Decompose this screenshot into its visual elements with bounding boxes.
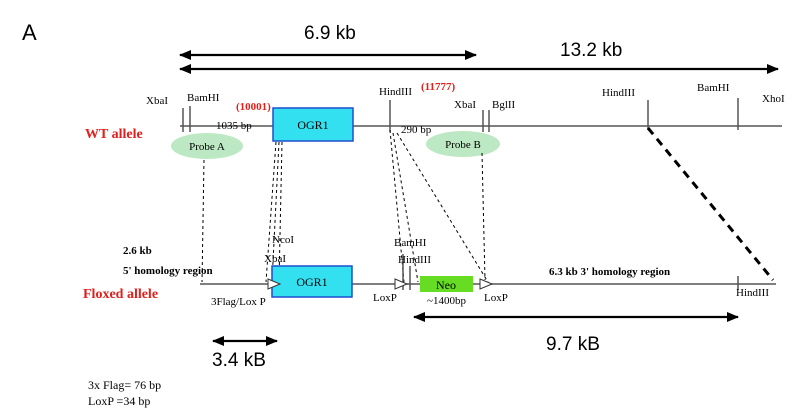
flag-loxp-triangle xyxy=(267,278,282,290)
neo-box xyxy=(420,276,473,292)
flag-loxp-label: 3Flag/Lox P xyxy=(211,296,266,308)
probe-a-label: Probe A xyxy=(189,141,225,153)
homology-3-label: 6.3 kb 3' homology region xyxy=(549,266,670,278)
loxp-label-1: LoxP xyxy=(373,292,397,304)
wt-position-11777: (11777) xyxy=(421,81,456,93)
arrow-3-4kb-label: 3.4 kB xyxy=(212,350,266,371)
floxed-hindiii-end-label: HindIII xyxy=(736,287,769,299)
wt-xbai-right-label: XbaI xyxy=(454,99,476,111)
wt-ogr1-box xyxy=(272,107,354,142)
wt-1035bp-label: 1035 bp xyxy=(216,120,252,132)
wt-bamhi-label: BamHI xyxy=(187,92,220,104)
panel-label: A xyxy=(22,20,37,45)
wt-290bp-label: 290 bp xyxy=(401,124,432,136)
probe-a xyxy=(171,133,243,159)
floxed-xbai-label: XbaI xyxy=(264,253,286,265)
probe-b-label: Probe B xyxy=(445,139,481,151)
wt-hindiii-far-label: HindIII xyxy=(602,87,635,99)
ncoi-label: NcoI xyxy=(272,234,294,246)
wt-ogr1-label: OGR1 xyxy=(297,118,328,132)
wt-position-10001: (10001) xyxy=(236,101,271,113)
wt-hindiii-label: HindIII xyxy=(379,86,412,98)
homology-5-size: 2.6 kb xyxy=(123,245,152,257)
wt-xhoi-label: XhoI xyxy=(762,93,785,105)
floxed-allele: OGR1 Neo ~1400bp 2.6 kb 5' homology regi… xyxy=(83,234,776,308)
arrow-13-2kb-label: 13.2 kb xyxy=(560,40,622,61)
homology-5-label: 5' homology region xyxy=(123,265,213,277)
arrow-6-9kb-label: 6.9 kb xyxy=(304,23,356,44)
floxed-hindiii-label: HindIII xyxy=(398,254,431,266)
loxp-triangle-1 xyxy=(394,278,409,290)
neo-label: Neo xyxy=(436,278,456,292)
probe-b xyxy=(426,131,500,157)
neo-size-label: ~1400bp xyxy=(427,295,466,307)
loxp-label-2: LoxP xyxy=(484,292,508,304)
wt-bamhi-right-label: BamHI xyxy=(697,82,730,94)
note-flag: 3x Flag= 76 bp xyxy=(88,378,161,392)
wt-allele: XbaI BamHI HindIII (11777) XbaI BglII Hi… xyxy=(85,81,785,159)
wt-allele-label: WT allele xyxy=(85,127,143,142)
floxed-ogr1-label: OGR1 xyxy=(296,275,327,289)
floxed-bamhi-label: BamHI xyxy=(394,237,427,249)
arrow-9-7kb-label: 9.7 kB xyxy=(546,334,600,355)
loxp-triangle-2 xyxy=(479,278,494,290)
homology-connectors xyxy=(201,129,489,283)
hindiii-dashed-connector xyxy=(646,127,775,281)
wt-xbai-label: XbaI xyxy=(146,95,168,107)
note-loxp: LoxP =34 bp xyxy=(88,394,150,408)
wt-bglii-label: BglII xyxy=(492,99,516,111)
floxed-allele-label: Floxed allele xyxy=(83,287,158,302)
